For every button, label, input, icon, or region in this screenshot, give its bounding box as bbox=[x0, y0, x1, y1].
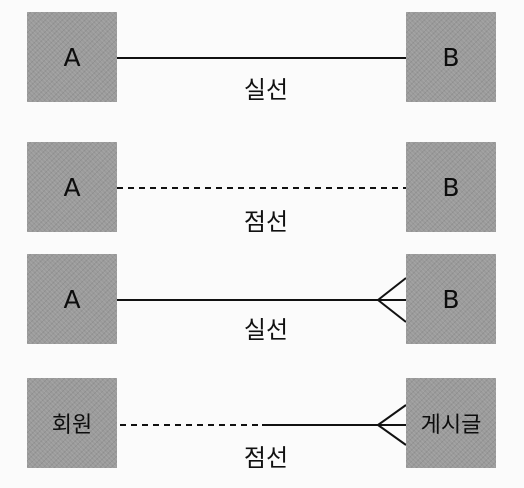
entity-label: A bbox=[63, 172, 81, 202]
entity-box-right: B bbox=[406, 12, 496, 102]
entity-label: B bbox=[442, 172, 460, 202]
entity-box-left: A bbox=[27, 142, 117, 232]
entity-box-right: 게시글 bbox=[406, 378, 496, 468]
relationship-line-crows-foot bbox=[117, 277, 407, 323]
diagram-row-3: A B 실선 bbox=[0, 254, 524, 362]
entity-label: B bbox=[442, 42, 460, 72]
entity-box-left: A bbox=[27, 12, 117, 102]
line-caption: 실선 bbox=[243, 316, 289, 344]
relationship-line-dashed bbox=[117, 187, 406, 189]
line-caption: 점선 bbox=[243, 208, 289, 236]
entity-box-left: A bbox=[27, 254, 117, 344]
relationship-line-solid bbox=[117, 57, 406, 59]
entity-label: 회원 bbox=[51, 413, 93, 438]
diagram-row-1: A B 실선 bbox=[0, 12, 524, 120]
entity-label: B bbox=[442, 284, 460, 314]
entity-label: A bbox=[63, 284, 81, 314]
entity-label: 게시글 bbox=[420, 413, 482, 438]
diagram-row-2: A B 점선 bbox=[0, 142, 524, 250]
entity-box-left: 회원 bbox=[27, 378, 117, 468]
entity-label: A bbox=[63, 42, 81, 72]
line-caption: 실선 bbox=[243, 76, 289, 104]
entity-box-right: B bbox=[406, 142, 496, 232]
line-caption: 점선 bbox=[243, 444, 289, 472]
relationship-line-dashed-crows-foot bbox=[120, 404, 407, 446]
entity-box-right: B bbox=[406, 254, 496, 344]
diagram-row-4: 회원 게시글 점선 bbox=[0, 378, 524, 486]
